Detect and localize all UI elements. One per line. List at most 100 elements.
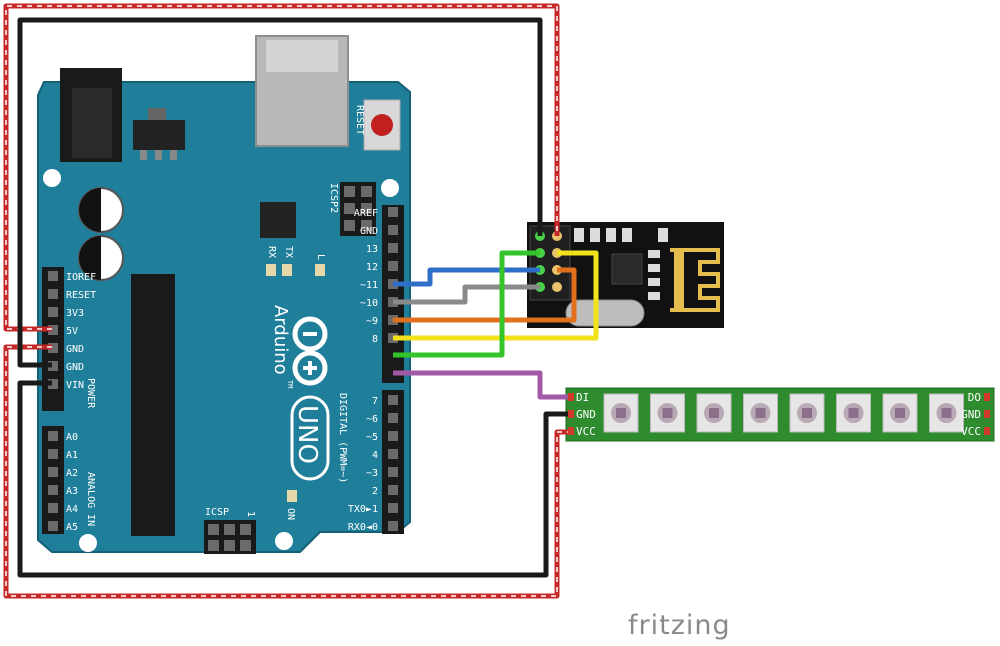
rgb-led	[882, 393, 918, 433]
voltage-regulator-pin	[155, 150, 162, 160]
pin-label: ~6	[366, 414, 378, 425]
wire-blue-d13	[393, 267, 540, 287]
wire-red-5v-loop-stripe	[5, 346, 568, 597]
digital-group-label: DIGITAL (PWM=~)	[337, 393, 348, 483]
wire-green-d9	[393, 250, 540, 358]
pin-label: GND	[66, 344, 84, 355]
rx-label: RX	[266, 246, 277, 258]
analog-header	[42, 426, 64, 534]
l-led	[315, 264, 325, 276]
wire-gray-d12	[393, 284, 540, 305]
infinity-logo	[292, 316, 328, 386]
pin-label: 12	[366, 262, 378, 273]
header-pin	[48, 271, 58, 281]
pin-label: AREF	[354, 208, 378, 219]
header-pin	[388, 449, 398, 459]
header-pin	[48, 379, 58, 389]
rgb-led	[696, 393, 732, 433]
pin-label: ~9	[366, 316, 378, 327]
pin-label: IOREF	[66, 272, 96, 283]
fritzing-brand: fritzing	[628, 610, 731, 641]
pin-label: 7	[372, 396, 378, 407]
pin-label: VIN	[66, 380, 84, 391]
strip-pin-label: DO	[968, 391, 981, 404]
pin-label: 3V3	[66, 308, 84, 319]
wire-yellow-d10	[393, 250, 599, 341]
rf-antenna-pad	[674, 250, 684, 310]
power-jack-inner	[72, 88, 112, 158]
pin-label: 5V	[66, 326, 78, 337]
pin-label: A2	[66, 468, 78, 479]
uno-badge	[290, 395, 330, 481]
header-pin	[48, 343, 58, 353]
icsp-header	[204, 520, 256, 554]
nrf24l01-module	[527, 222, 724, 328]
pin-label: ~5	[366, 432, 378, 443]
pin-label: 2	[372, 486, 378, 497]
header-pin	[388, 207, 398, 217]
power-header	[42, 267, 64, 411]
rgb-led	[789, 393, 825, 433]
l-label: L	[315, 254, 326, 260]
uno-label: UNO	[292, 405, 322, 464]
header-pin	[388, 503, 398, 513]
rgb-led	[836, 393, 871, 433]
wire-orange-d11	[393, 267, 577, 323]
strip-pin-label: VCC	[961, 425, 981, 438]
header-pin	[48, 361, 58, 371]
header-pin	[388, 431, 398, 441]
header-pin	[388, 521, 398, 531]
header-pin	[388, 261, 398, 271]
pin-label: A3	[66, 486, 78, 497]
voltage-regulator-tab	[148, 108, 166, 120]
header-pin	[48, 467, 58, 477]
pin-label: ~11	[360, 280, 378, 291]
wire-black-gnd-rf	[17, 17, 543, 368]
analog-group-label: ANALOG IN	[85, 472, 96, 526]
header-pin	[48, 307, 58, 317]
strip-pin-label: DI	[576, 391, 589, 404]
strip-pin-label: GND	[961, 408, 981, 421]
digital-header-lower	[382, 390, 404, 534]
tx-led	[282, 264, 292, 276]
pin-label: 4	[372, 450, 378, 461]
pin-label: RX0◄0	[348, 522, 378, 533]
header-pin	[388, 243, 398, 253]
rf-antenna	[670, 248, 720, 312]
on-label: ON	[285, 508, 296, 520]
icsp-pin1-label: 1	[245, 511, 256, 517]
rf-components	[574, 228, 668, 300]
rx-led	[266, 264, 276, 276]
mounting-hole	[79, 534, 97, 552]
capacitor-mark	[79, 236, 101, 280]
pin-label: A5	[66, 522, 78, 533]
icsp2-label: ICSP2	[328, 183, 339, 213]
rf-pin	[552, 282, 562, 292]
header-pin	[48, 325, 58, 335]
pin-label: A0	[66, 432, 78, 443]
header-pin	[388, 467, 398, 477]
arduino-brand: Arduino	[270, 305, 291, 375]
wire-list	[3, 3, 599, 599]
pin-label: A4	[66, 504, 78, 515]
tx-label: TX	[283, 246, 294, 258]
header-pin	[48, 289, 58, 299]
trademark: TM	[286, 380, 294, 388]
pin-label: TX0►1	[348, 504, 378, 515]
capacitor-mark	[79, 188, 101, 232]
voltage-regulator-pin	[140, 150, 147, 160]
rf-chip	[611, 253, 643, 285]
header-pin	[388, 413, 398, 423]
mounting-hole	[43, 169, 61, 187]
icsp2-header	[340, 182, 376, 236]
strip-pin-label: GND	[576, 408, 596, 421]
mounting-hole	[275, 532, 293, 550]
wire-purple-d8	[393, 370, 568, 400]
reset-button-cap[interactable]	[371, 114, 393, 136]
pin-label: GND	[360, 226, 378, 237]
